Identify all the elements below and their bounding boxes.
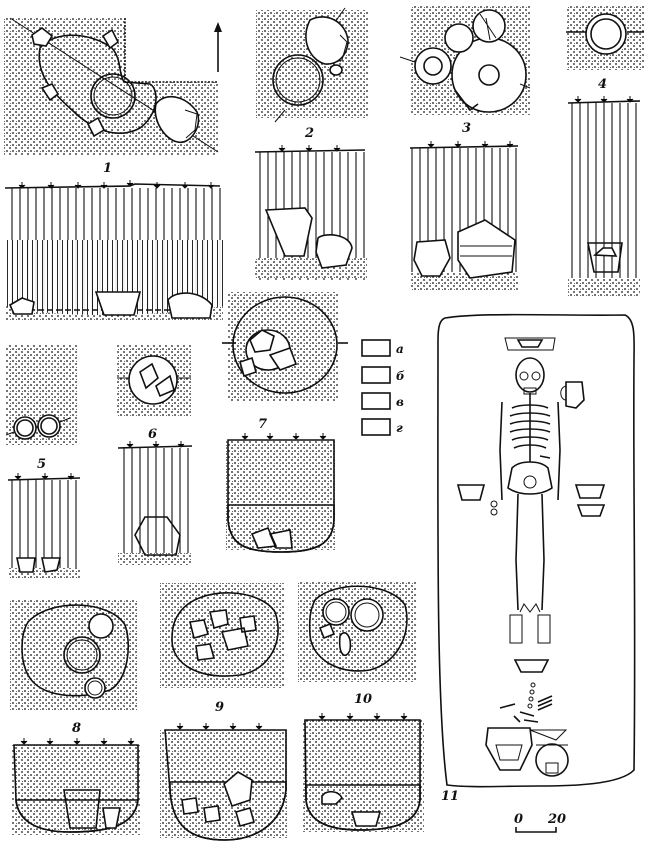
svg-text:в: в	[396, 395, 404, 409]
panel-1-plan	[4, 17, 219, 155]
panel-label-1: 1	[103, 161, 112, 176]
panel-6-plan	[117, 344, 191, 416]
panel-label-10: 10	[354, 692, 372, 707]
panel-label-9: 9	[215, 700, 224, 715]
panel-7-section	[226, 433, 336, 553]
svg-text:а: а	[396, 342, 404, 356]
panel-label-11: 11	[441, 789, 459, 804]
panel-5-plan	[5, 345, 78, 445]
panel-5-section	[7, 473, 81, 578]
legend-item-crosses: а	[361, 339, 404, 357]
panel-3-plan	[399, 5, 531, 115]
panel-6-section	[117, 441, 193, 565]
panel-label-8: 8	[72, 721, 81, 736]
panel-2-plan	[256, 7, 368, 123]
scale-bar-end: 20	[547, 812, 566, 827]
scale-bar: 0 20	[514, 812, 566, 833]
panel-8-plan	[10, 600, 138, 710]
panel-label-4: 4	[598, 77, 607, 92]
panel-9-plan	[160, 583, 284, 688]
legend: а б в г	[361, 339, 405, 436]
north-arrow-icon	[214, 22, 222, 72]
panel-10-plan	[298, 582, 416, 682]
panel-7-plan	[222, 292, 348, 402]
legend-item-vertical-lines: б	[361, 366, 405, 384]
panel-11-grave	[437, 313, 636, 788]
panel-label-2: 2	[304, 126, 314, 141]
panel-1-section	[4, 180, 223, 320]
svg-text:г: г	[396, 421, 403, 435]
scale-bar-start: 0	[514, 812, 523, 827]
arrow-markers	[18, 180, 215, 189]
panel-label-7: 7	[258, 417, 267, 432]
panel-8-section	[12, 738, 140, 835]
panel-label-3: 3	[462, 121, 471, 136]
panel-10-section	[302, 713, 424, 832]
legend-item-dots: г	[361, 418, 403, 436]
panel-2-section	[254, 145, 367, 280]
panel-3-section	[409, 141, 519, 290]
svg-text:б: б	[396, 369, 405, 383]
panel-label-5: 5	[37, 457, 46, 472]
panel-label-6: 6	[148, 427, 157, 442]
panel-4-section	[567, 96, 641, 296]
legend-item-diagonal-hatch: в	[361, 392, 404, 410]
panel-9-section	[160, 723, 288, 841]
panel-4-plan	[566, 5, 644, 70]
